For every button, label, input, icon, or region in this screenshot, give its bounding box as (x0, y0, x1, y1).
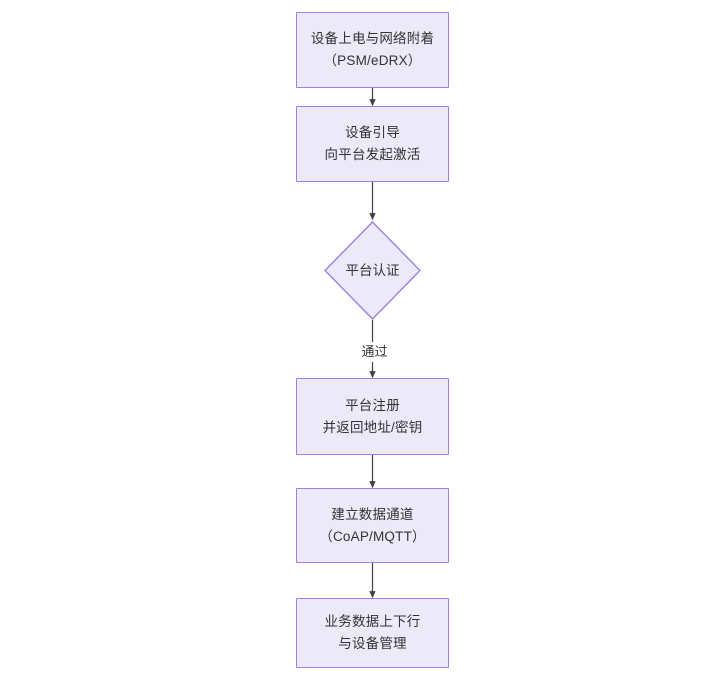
edge-label-pass: 通过 (355, 342, 394, 362)
node-label-line: 与设备管理 (338, 636, 407, 651)
node-platform-auth-decision[interactable]: 平台认证 (324, 221, 421, 320)
node-device-bootstrap[interactable]: 设备引导 向平台发起激活 (296, 106, 449, 182)
node-label-line: 业务数据上下行 (324, 614, 421, 629)
diamond-shape (324, 221, 421, 320)
node-establish-data-channel[interactable]: 建立数据通道 （CoAP/MQTT） (296, 488, 449, 563)
node-label-line: 平台注册 (345, 397, 400, 413)
node-label-line: 并返回地址/密钥 (322, 419, 423, 435)
node-label-line: （CoAP/MQTT） (319, 528, 426, 544)
node-label-line: 建立数据通道 (331, 506, 414, 522)
node-platform-register[interactable]: 平台注册 并返回地址/密钥 (296, 378, 449, 455)
node-label-line: 设备上电与网络附着 (310, 31, 435, 46)
node-label-line: 平台认证 (345, 262, 400, 278)
node-device-power-on[interactable]: 设备上电与网络附着 （PSM/eDRX） (296, 12, 449, 88)
node-label-line: 设备引导 (345, 125, 400, 140)
node-label-line: （PSM/eDRX） (323, 53, 422, 68)
node-label-line: 向平台发起激活 (324, 147, 421, 162)
node-business-data-and-management[interactable]: 业务数据上下行 与设备管理 (296, 598, 449, 668)
